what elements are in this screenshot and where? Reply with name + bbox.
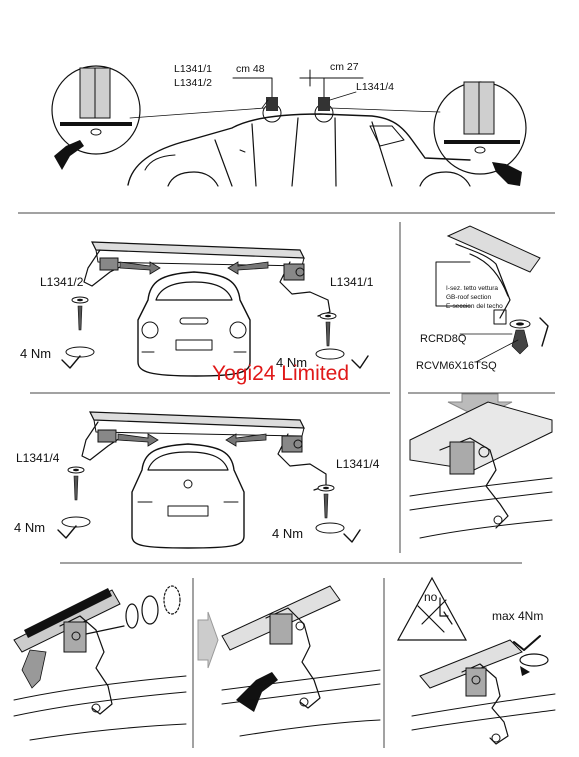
arrow-in-left-icon — [119, 261, 161, 275]
warning-triangle-icon — [396, 576, 468, 641]
code-left-2: L1341/2 — [174, 77, 212, 89]
bottom-panel-3: no max 4Nm — [396, 576, 556, 745]
mid-lower-right-torque: 4 Nm — [272, 526, 303, 541]
arrow-right-icon — [197, 611, 219, 669]
dim-front: cm 48 — [236, 63, 265, 75]
hand-left-icon — [54, 140, 84, 170]
hand-push-icon — [236, 672, 278, 712]
arrow-in-left-2-icon — [117, 433, 159, 447]
section-note-3: E-seccion del techo — [446, 303, 503, 310]
mid-lower-left-code: L1341/4 — [16, 451, 60, 465]
arrow-in-right-icon — [227, 261, 269, 275]
no-label: no — [424, 590, 438, 604]
part-label-b: RCVM6X16TSQ — [416, 360, 497, 372]
max-torque-label: max 4Nm — [492, 609, 543, 623]
mid-upper-panel: L1341/2 L1341/1 4 Nm 4 Nm — [20, 241, 374, 377]
bottom-panel-2 — [221, 585, 381, 737]
code-left-1: L1341/1 — [174, 63, 212, 75]
part-label-a: RCRD8Q — [420, 333, 467, 345]
dim-rear: cm 27 — [330, 61, 359, 73]
zoom-circle-right — [433, 81, 527, 186]
arrow-curve-icon — [21, 649, 47, 689]
top-section: L1341/1 L1341/2 cm 48 cm 27 L1341/4 — [51, 61, 527, 187]
bottom-panel-1 — [13, 585, 187, 741]
mid-lower-panel: L1341/4 L1341/4 4 Nm 4 Nm — [14, 411, 380, 549]
watermark: Yogi24 Limited — [212, 362, 349, 385]
side-detail-upper: I-sez. tetto vettura GB-roof section E-s… — [416, 225, 549, 372]
mid-upper-left-code: L1341/2 — [40, 275, 84, 289]
section-note-2: GB-roof section — [446, 294, 492, 301]
side-detail-lower — [409, 401, 553, 539]
mid-lower-right-code: L1341/4 — [336, 457, 380, 471]
mid-upper-left-torque: 4 Nm — [20, 346, 51, 361]
code-right: L1341/4 — [356, 81, 394, 93]
mid-upper-right-torque: 4 Nm — [276, 355, 307, 370]
arrow-in-right-2-icon — [225, 433, 267, 447]
section-note-1: I-sez. tetto vettura — [446, 285, 498, 292]
mid-upper-right-code: L1341/1 — [330, 275, 374, 289]
hand-right-icon — [492, 162, 522, 186]
mid-lower-left-torque: 4 Nm — [14, 520, 45, 535]
zoom-circle-left — [51, 65, 141, 170]
